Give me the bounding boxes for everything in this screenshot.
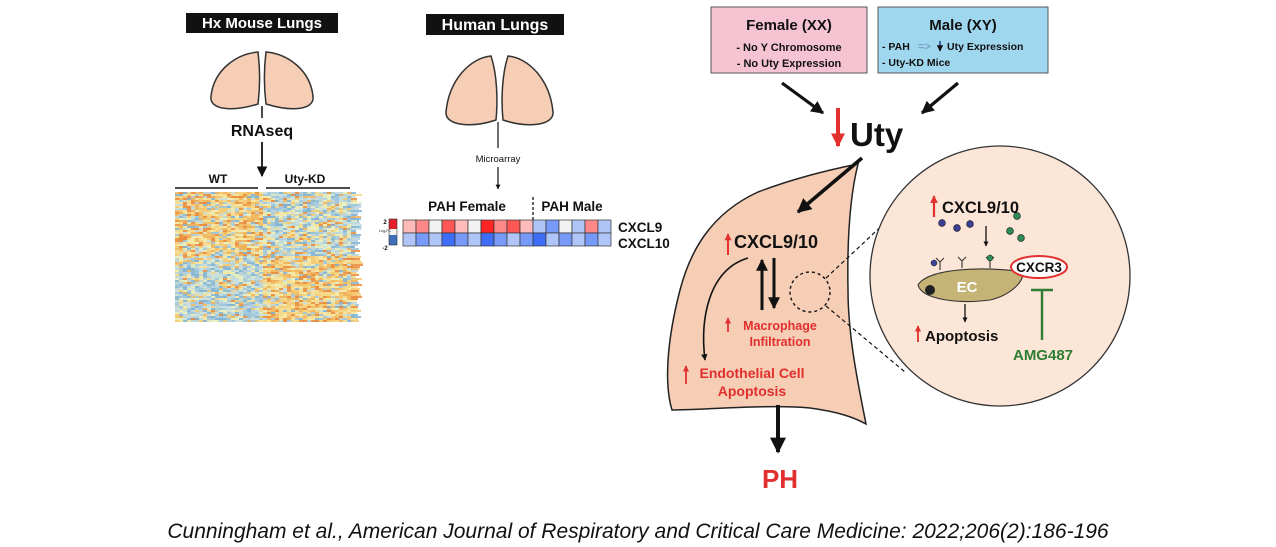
uty-kd-label: Uty-KD <box>285 172 326 186</box>
female-box: Female (XX) - No Y Chromosome - No Uty E… <box>710 6 868 74</box>
endothelial-cell: EC <box>917 254 1024 302</box>
inset-apoptosis-label: Apoptosis <box>925 328 998 345</box>
heatmap-cell <box>480 232 495 247</box>
heatmap-cell <box>532 219 547 234</box>
gene-cxcl10: CXCL10 <box>618 236 670 251</box>
mouse-title-bg <box>186 13 338 33</box>
endothelial-line-1: Endothelial Cell <box>699 365 804 381</box>
heatmap-cell <box>467 232 482 247</box>
heatmap-cell <box>545 232 560 247</box>
lung-shape <box>666 163 868 426</box>
heatmap-cell <box>519 219 534 234</box>
heatmap-cell <box>428 219 443 234</box>
chemokine-molecules <box>938 212 1025 242</box>
ec-label: EC <box>957 279 978 296</box>
heatmap-cell <box>467 219 482 234</box>
female-line-1: - No Y Chromosome <box>736 42 841 54</box>
female-to-uty-arrow <box>781 81 825 115</box>
scale-label: Log₂FC <box>379 229 391 233</box>
heatmap-cell <box>532 232 547 247</box>
heatmap-cell <box>428 232 443 247</box>
female-line-2: - No Uty Expression <box>737 58 842 70</box>
endothelial-line-2: Apoptosis <box>718 383 787 399</box>
male-line-1-suffix: Uty Expression <box>947 41 1023 53</box>
cxcr3-oval <box>1010 255 1068 279</box>
heatmap-cell <box>480 219 495 234</box>
heatmap-cell <box>584 232 599 247</box>
rnaseq-label: RNAseq <box>231 123 293 140</box>
color-scale: 2 Log₂FC -2 <box>379 218 398 252</box>
implies-arrow-icon: => <box>918 41 931 53</box>
heatmap-cell <box>402 232 417 247</box>
heatmap-cell <box>493 232 508 247</box>
heatmap-cell <box>506 219 521 234</box>
human-title-bg <box>426 14 564 35</box>
mouse-lungs-icon <box>210 51 314 110</box>
female-box-bg <box>710 6 868 74</box>
male-line-1-prefix: - PAH <box>882 41 910 53</box>
heatmap-cell <box>402 219 417 234</box>
inset-circle: CXCL9/10 EC CXCR3 Apoptosis A <box>869 145 1131 407</box>
human-lungs-icon <box>445 55 554 126</box>
heatmap-cell <box>545 219 560 234</box>
uty-label: Uty <box>850 116 904 153</box>
microarray-heatmap <box>402 219 612 247</box>
heatmap-cell <box>597 219 612 234</box>
male-line-2: - Uty-KD Mice <box>882 57 950 69</box>
wt-label: WT <box>209 172 228 186</box>
female-title: Female (XX) <box>746 17 832 34</box>
ph-label: PH <box>762 464 798 494</box>
mouse-panel: Hx Mouse Lungs RNAseq WT Uty-KD <box>175 13 363 322</box>
macrophage-line-2: Infiltration <box>749 335 810 349</box>
lung-cxcl-label: CXCL9/10 <box>734 232 818 252</box>
heatmap-cell <box>506 232 521 247</box>
male-box-bg <box>877 6 1049 74</box>
inset-cxcl-label: CXCL9/10 <box>942 199 1019 217</box>
gene-cxcl9: CXCL9 <box>618 220 662 235</box>
male-title: Male (XY) <box>929 17 997 34</box>
amg487-label: AMG487 <box>1013 347 1073 364</box>
zoom-line-bottom <box>825 305 906 373</box>
zoom-region <box>789 271 831 313</box>
uty-to-lung-arrow <box>796 156 864 214</box>
heatmap-cell <box>454 232 469 247</box>
pah-male-label: PAH Male <box>541 199 603 214</box>
human-title: Human Lungs <box>442 17 549 34</box>
heatmap-cell <box>558 232 573 247</box>
uty-node: Uty <box>831 108 904 153</box>
heatmap-cell <box>493 219 508 234</box>
heatmap-cell <box>597 232 612 247</box>
human-panel: Human Lungs Microarray PAH Female PAH Ma… <box>379 14 670 252</box>
citation: Cunningham et al., American Journal of R… <box>167 520 1109 543</box>
cell-nucleus <box>925 285 935 295</box>
macrophage-line-1: Macrophage <box>743 319 817 333</box>
mouse-title: Hx Mouse Lungs <box>202 15 322 32</box>
heatmap-cell <box>415 232 430 247</box>
lung-diagram: CXCL9/10 Macrophage Infiltration Endothe… <box>666 156 921 494</box>
heatmap-cell <box>441 219 456 234</box>
cxcr3-label: CXCR3 <box>1016 260 1062 275</box>
male-box: Male (XY) - PAH => Uty Expression - Uty-… <box>877 6 1049 74</box>
male-to-uty-arrow <box>920 81 960 115</box>
rnaseq-heatmap <box>175 192 363 322</box>
heatmap-cell <box>441 232 456 247</box>
heatmap-cell <box>454 219 469 234</box>
scale-top: 2 <box>383 220 387 226</box>
pah-female-label: PAH Female <box>428 199 506 214</box>
heatmap-cell <box>571 219 586 234</box>
heatmap-cell <box>415 219 430 234</box>
heatmap-cell <box>519 232 534 247</box>
scale-bottom: -2 <box>382 246 388 252</box>
heatmap-cell <box>571 232 586 247</box>
microarray-label: Microarray <box>476 154 521 165</box>
heatmap-cell <box>558 219 573 234</box>
curved-arrow <box>701 257 749 361</box>
heatmap-cell <box>584 219 599 234</box>
